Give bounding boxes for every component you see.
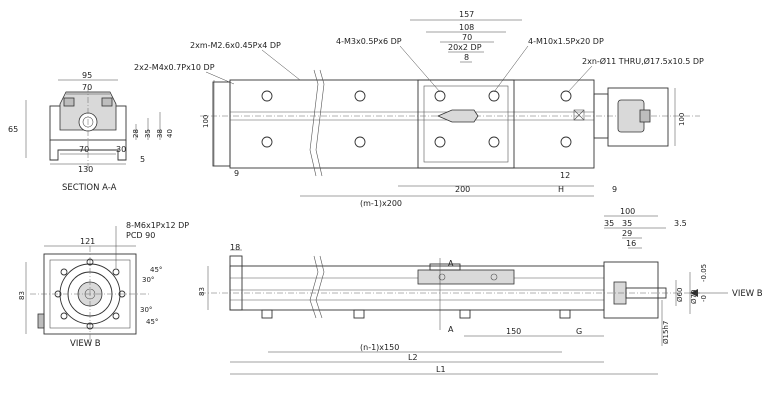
dim-40: 40 <box>166 129 174 138</box>
dim-83-viewb: 83 <box>18 291 26 300</box>
note-2xm: 2xm-M2.6x0.45Px4 DP <box>190 41 281 50</box>
mount-hole <box>560 90 572 102</box>
angle-30: 30° <box>142 276 154 284</box>
section-block-right <box>101 97 113 107</box>
dim-tol0: -0 <box>700 295 708 302</box>
view-b-arrow-label: VIEW B <box>732 289 763 299</box>
note-8m6: 8-M6x1Px12 DP <box>126 221 189 230</box>
arrow-a-bottom: A <box>448 325 454 334</box>
side-motor-block <box>603 261 659 319</box>
dim-20x2: 20x2 DP <box>448 43 482 52</box>
dim-n1x150: (n-1)x150 <box>360 343 399 352</box>
dim-L2: L2 <box>408 353 418 362</box>
carriage-slot <box>436 109 479 123</box>
dim-3-5: 3.5 <box>674 219 687 228</box>
dim-29: 29 <box>622 229 632 238</box>
view-b-label: VIEW B <box>70 339 101 349</box>
note-4m3: 4-M3x0.5Px6 DP <box>336 37 402 46</box>
note-pcd: PCD 90 <box>126 231 155 240</box>
dim-30: 30 <box>116 145 126 154</box>
dim-95: 95 <box>82 71 92 80</box>
note-2xn: 2xn-Ø11 THRU,Ø17.5x10.5 DP <box>582 56 704 66</box>
dim-m1x200: (m-1)x200 <box>360 199 402 208</box>
dim-L1: L1 <box>436 365 446 374</box>
side-carriage <box>417 269 515 285</box>
dim-9-left: 9 <box>234 169 239 178</box>
mount-hole <box>354 90 366 102</box>
section-a-a-view: 95 70 65 70 30 130 5 28 35 38 40 SECTION… <box>8 71 174 193</box>
dim-35: 35 <box>144 129 152 138</box>
dim-130: 130 <box>78 165 93 174</box>
dim-16: 16 <box>626 239 636 248</box>
dim-9-right: 9 <box>612 185 617 194</box>
angle-30b: 30° <box>140 306 152 314</box>
dim-d70: Ø70 <box>690 290 698 304</box>
mount-hole <box>560 136 572 148</box>
dim-100-side: 100 <box>620 207 635 216</box>
view-b: 121 83 45° 30° 30° 45° 8-M6x1Px12 DP PCD… <box>18 221 189 349</box>
mount-hole <box>354 136 366 148</box>
dim-150: 150 <box>506 327 521 336</box>
mount-hole <box>261 90 273 102</box>
arrow-a-top: A <box>448 259 454 268</box>
dim-d15: Ø15h7 <box>662 321 670 344</box>
side-view: A A VIEW B 18 83 100 35 35 3.5 29 16 Ø60… <box>198 207 763 375</box>
dim-38: 38 <box>156 129 164 138</box>
top-motor-block <box>607 87 669 147</box>
side-body-outline <box>229 265 605 311</box>
dim-70-top: 70 <box>462 33 472 42</box>
dim-100-left: 100 <box>202 115 210 128</box>
dim-35a: 35 <box>604 219 614 228</box>
note-2x2: 2x2-M4x0.7Px10 DP <box>134 63 215 72</box>
dim-tol: -0.05 <box>700 264 708 282</box>
dim-200: 200 <box>455 185 470 194</box>
dim-28: 28 <box>132 129 140 138</box>
dim-108: 108 <box>459 23 474 32</box>
dim-12: 12 <box>560 171 570 180</box>
dim-H: H <box>558 185 564 194</box>
dim-5: 5 <box>140 155 145 164</box>
dim-G: G <box>576 327 582 336</box>
angle-45b: 45° <box>146 318 158 326</box>
dim-70b: 70 <box>79 145 89 154</box>
dim-83-side: 83 <box>198 287 206 296</box>
section-block-left <box>63 97 75 107</box>
top-end-cap-left <box>212 81 231 167</box>
dim-70: 70 <box>82 83 92 92</box>
dim-d60: Ø60 <box>676 288 684 302</box>
dim-35b: 35 <box>622 219 632 228</box>
side-end-cap <box>229 255 243 311</box>
top-view: 157 108 70 20x2 DP 8 100 100 9 200 12 H … <box>134 10 704 208</box>
angle-45: 45° <box>150 266 162 274</box>
note-4m10: 4-M10x1.5Px20 DP <box>528 37 604 46</box>
dim-18: 18 <box>230 243 240 252</box>
dim-100-right: 100 <box>678 113 686 126</box>
top-body-outline <box>229 79 595 169</box>
section-a-a-label: SECTION A-A <box>62 183 117 193</box>
dim-121: 121 <box>80 237 95 246</box>
dim-65: 65 <box>8 125 18 134</box>
dim-157: 157 <box>459 10 474 19</box>
top-carriage-outline <box>417 79 515 169</box>
dim-8: 8 <box>464 53 469 62</box>
mount-hole <box>261 136 273 148</box>
